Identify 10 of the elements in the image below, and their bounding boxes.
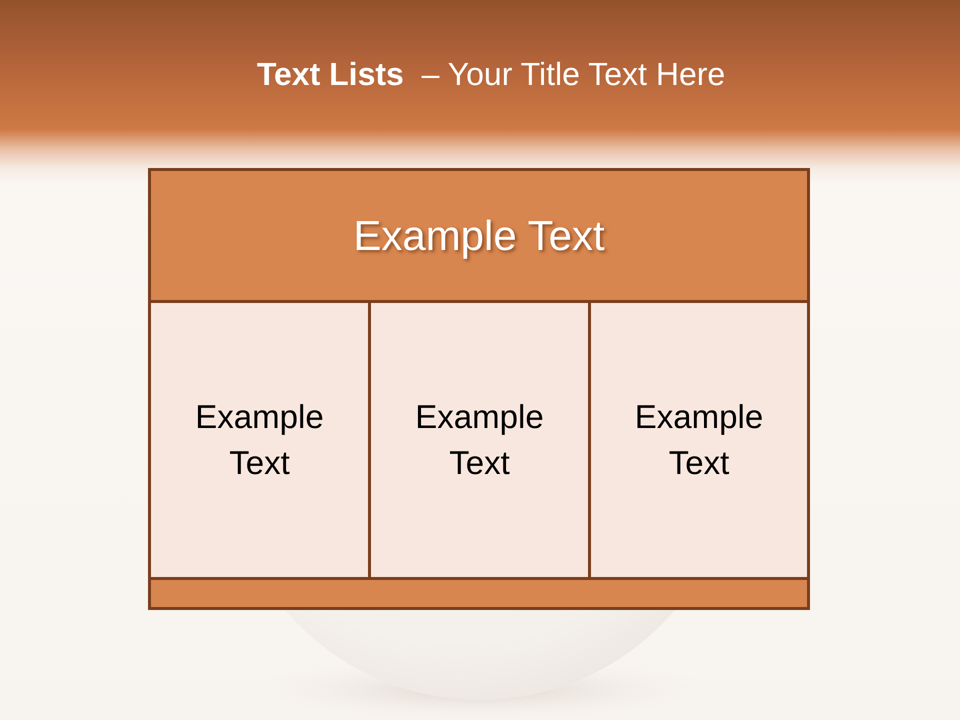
slide-title: Text Lists – Your Title Text Here (256, 55, 726, 94)
heading-text: Example Text (353, 212, 605, 260)
footer-bar (148, 577, 810, 610)
content-box (588, 300, 810, 580)
header-box (148, 168, 810, 303)
body-text: Example Text (634, 397, 764, 483)
body-text: Example Text (414, 397, 545, 483)
content-box (148, 300, 371, 580)
body-text: Example Text (194, 397, 325, 483)
content-box (368, 300, 591, 580)
